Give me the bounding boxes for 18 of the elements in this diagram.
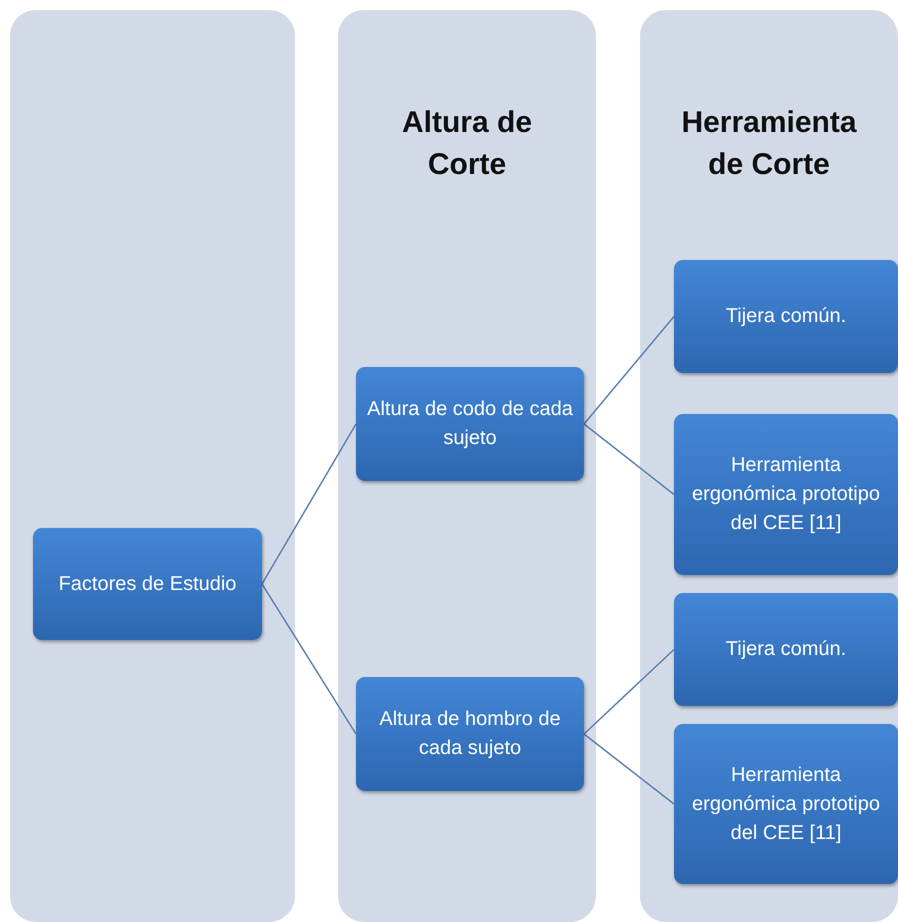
process-box: Herramienta ergonómica prototipo del CEE [11] xyxy=(674,724,898,884)
column-heading: Herramienta de Corte xyxy=(680,105,858,183)
connector-line xyxy=(261,584,357,734)
connector-line xyxy=(583,316,675,424)
connector-line xyxy=(584,423,674,496)
column-panel xyxy=(640,10,898,922)
connector-line xyxy=(584,733,674,805)
process-box: Herramienta ergonómica prototipo del CEE [11] xyxy=(674,414,898,575)
column-heading: Altura de Corte xyxy=(400,105,534,183)
process-box: Tijera común. xyxy=(674,260,898,373)
process-box: Altura de hombro de cada sujeto xyxy=(356,677,584,791)
column-panel xyxy=(338,10,596,922)
connector-line xyxy=(583,648,675,735)
process-box: Factores de Estudio xyxy=(33,528,262,640)
process-box: Altura de codo de cada sujeto xyxy=(356,367,584,481)
column-panel xyxy=(10,10,295,922)
process-box: Tijera común. xyxy=(674,593,898,706)
connector-line xyxy=(261,424,357,584)
